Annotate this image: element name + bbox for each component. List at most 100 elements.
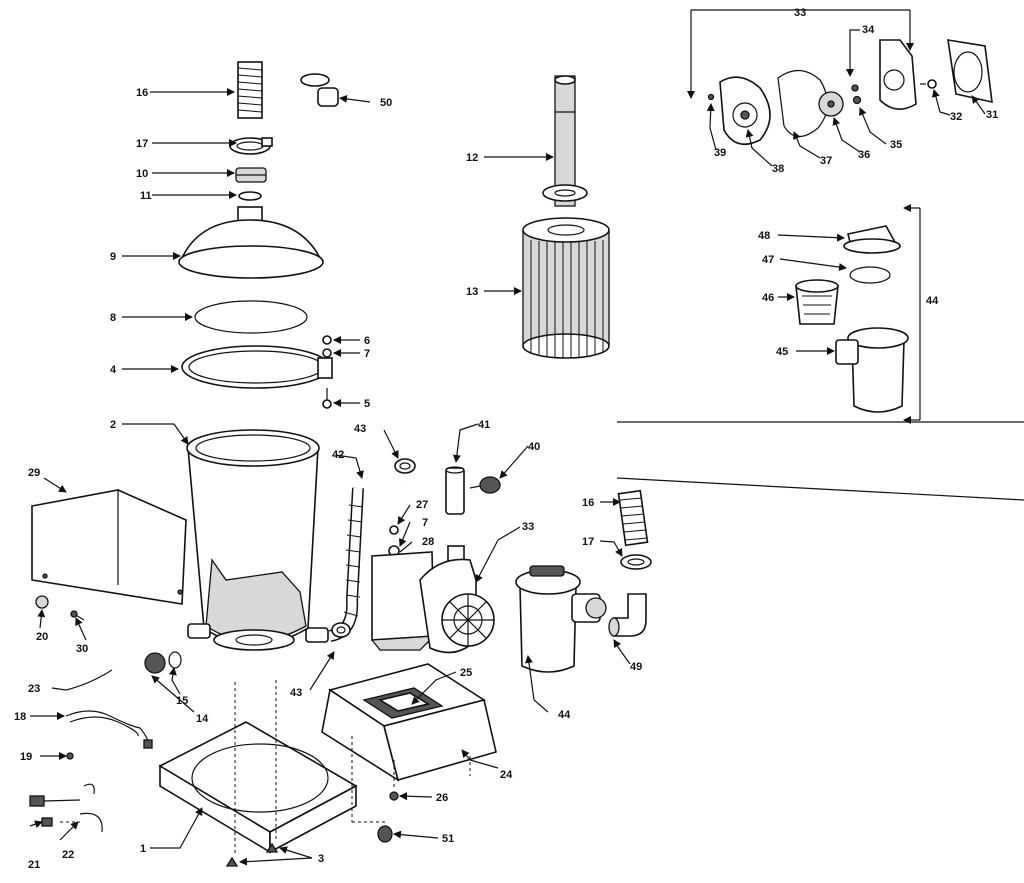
label-32: 32 — [950, 111, 962, 123]
part-8-o-ring — [194, 300, 308, 334]
label-43: 43 — [354, 423, 366, 435]
label-7: 7 — [364, 348, 370, 360]
label-44: 44 — [558, 709, 571, 721]
label-51: 51 — [442, 833, 454, 845]
label-24: 24 — [500, 769, 513, 781]
divider-line-lower — [616, 477, 1024, 501]
label-5: 5 — [364, 398, 370, 410]
part-4-band-clamp — [181, 345, 333, 389]
part-28-motor — [370, 545, 465, 651]
part-49-elbow — [608, 593, 647, 637]
label-13: 13 — [466, 286, 478, 298]
part-43-clamp-lower — [331, 622, 351, 638]
label-49: 49 — [630, 661, 642, 673]
part-43-clamp-upper — [394, 458, 416, 474]
label-47: 47 — [762, 254, 774, 266]
part-32-bolt — [920, 79, 937, 89]
label-27: 27 — [416, 499, 428, 511]
label-10: 10 — [136, 168, 148, 180]
label-6: 6 — [364, 335, 370, 347]
part-36-impeller — [818, 91, 844, 117]
label-17: 17 — [136, 138, 148, 150]
label-26: 26 — [436, 792, 448, 804]
label-31: 31 — [986, 109, 998, 121]
part-3-foot-b — [265, 842, 279, 853]
label-4: 4 — [110, 364, 117, 376]
label-29: 29 — [28, 467, 40, 479]
part-35-seal — [852, 95, 862, 105]
part-38-pump-volute — [719, 76, 771, 146]
part-47-lid-o-ring — [849, 266, 891, 284]
label-18: 18 — [14, 711, 26, 723]
part-17-clamp-top — [229, 137, 273, 155]
label-35: 35 — [890, 139, 902, 151]
label-7b: 7 — [422, 517, 428, 529]
part-2-filter-tank — [186, 429, 329, 651]
part-17-clamp-right — [620, 554, 652, 570]
part-46-strainer-basket — [795, 279, 839, 325]
label-33b: 33 — [794, 7, 806, 19]
part-29-tank-cover — [31, 489, 187, 605]
part-50-clip — [300, 73, 339, 107]
label-14: 14 — [196, 713, 209, 725]
part-44-strainer-assembly — [515, 565, 607, 673]
label-33: 33 — [522, 521, 534, 533]
part-33-pump-housing — [419, 558, 495, 654]
label-16: 16 — [136, 87, 148, 99]
part-39-screw — [707, 93, 715, 101]
label-40: 40 — [528, 441, 540, 453]
label-20: 20 — [36, 631, 48, 643]
label-15: 15 — [176, 695, 188, 707]
part-16-hose-top — [237, 61, 263, 119]
part-30-screw — [70, 610, 85, 621]
part-41-pipe — [445, 466, 465, 515]
part-48-strainer-lid — [843, 225, 901, 254]
label-41: 41 — [478, 419, 490, 431]
part-51-foot — [377, 825, 393, 843]
label-11: 11 — [140, 190, 152, 202]
part-7-washer — [322, 348, 332, 358]
label-2: 2 — [110, 419, 116, 431]
part-1-base — [158, 721, 358, 854]
part-9-dome-lid — [178, 206, 324, 279]
label-48: 48 — [758, 230, 770, 242]
part-6-nut — [322, 335, 332, 345]
part-16-hose-right — [617, 489, 649, 547]
label-46: 46 — [762, 292, 774, 304]
label-8: 8 — [110, 312, 116, 324]
leader-lines — [29, 29, 986, 866]
part-20-screw — [35, 595, 49, 609]
label-42: 42 — [332, 449, 344, 461]
part-15-drain-o-ring — [168, 651, 182, 669]
part-3-foot — [225, 856, 239, 867]
label-1: 1 — [140, 843, 146, 855]
part-34-key — [851, 84, 859, 92]
part-10-nut — [235, 167, 267, 183]
label-30: 30 — [76, 643, 88, 655]
label-12: 12 — [466, 152, 478, 164]
part-5-bolt — [322, 388, 332, 409]
part-14-drain-plug — [144, 652, 166, 674]
label-23: 23 — [28, 683, 40, 695]
label-34: 34 — [862, 24, 875, 36]
label-50: 50 — [380, 97, 392, 109]
label-19: 19 — [20, 751, 32, 763]
label-17b: 17 — [582, 536, 594, 548]
label-25: 25 — [460, 667, 472, 679]
part-31-back-plate — [947, 39, 993, 104]
label-39: 39 — [714, 147, 726, 159]
label-45: 45 — [776, 346, 788, 358]
label-38: 38 — [772, 163, 784, 175]
label-37: 37 — [820, 155, 832, 167]
label-22: 22 — [62, 849, 74, 861]
part-45-strainer-housing — [835, 327, 909, 413]
label-43b: 43 — [290, 687, 302, 699]
label-9: 9 — [110, 251, 116, 263]
part-21-plug — [29, 795, 81, 827]
label-36: 36 — [858, 149, 870, 161]
part-12-stand-pipe — [542, 75, 588, 207]
part-25-mount-plate — [362, 687, 444, 719]
part-26-screw — [389, 791, 399, 801]
label-3: 3 — [318, 853, 324, 865]
